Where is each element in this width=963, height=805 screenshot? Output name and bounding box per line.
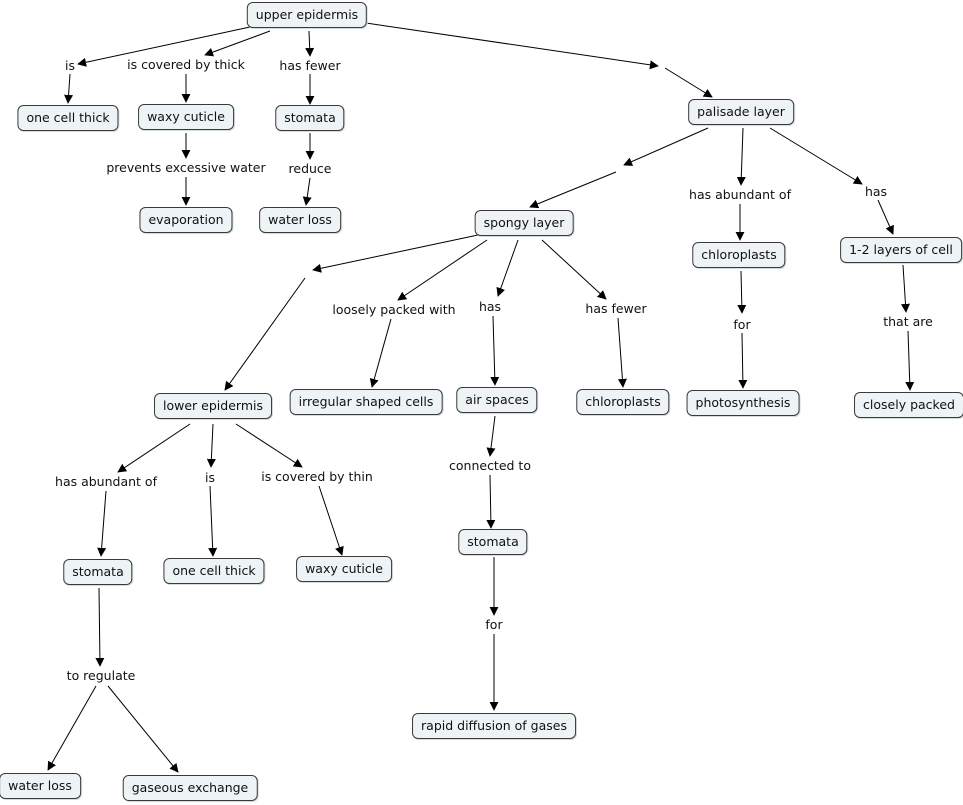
link-reduce: reduce bbox=[286, 161, 334, 177]
link-covered-by-thin: is covered by thin bbox=[259, 469, 375, 485]
node-water-loss-top[interactable]: water loss bbox=[259, 207, 341, 233]
link-loosely-packed-with: loosely packed with bbox=[330, 302, 458, 318]
link-for-air: for bbox=[483, 617, 505, 633]
link-prevents-excessive-water: prevents excessive water bbox=[104, 160, 268, 176]
node-one-cell-thick-top[interactable]: one cell thick bbox=[17, 105, 119, 131]
link-has-spongy: has bbox=[476, 299, 504, 315]
link-covered-by-thick: is covered by thick bbox=[125, 57, 247, 73]
link-that-are: that are bbox=[881, 314, 935, 330]
link-is-top: is bbox=[63, 58, 77, 74]
node-water-loss-bottom[interactable]: water loss bbox=[0, 773, 81, 799]
link-is-lower: is bbox=[203, 470, 217, 486]
node-stomata-air[interactable]: stomata bbox=[458, 529, 528, 555]
node-waxy-cuticle-lower[interactable]: waxy cuticle bbox=[296, 556, 392, 582]
node-evaporation[interactable]: evaporation bbox=[139, 207, 233, 233]
link-has-fewer-top: has fewer bbox=[277, 58, 343, 74]
node-chloroplasts-spongy[interactable]: chloroplasts bbox=[576, 389, 670, 415]
node-upper-epidermis[interactable]: upper epidermis bbox=[246, 2, 368, 28]
link-has-fewer-spongy: has fewer bbox=[583, 301, 649, 317]
node-stomata-lower[interactable]: stomata bbox=[63, 559, 133, 585]
node-palisade-layer[interactable]: palisade layer bbox=[688, 99, 794, 125]
link-connected-to: connected to bbox=[447, 458, 533, 474]
link-has-palisade: has bbox=[862, 184, 890, 200]
node-gaseous-exchange[interactable]: gaseous exchange bbox=[122, 775, 258, 801]
node-stomata-top[interactable]: stomata bbox=[275, 105, 345, 131]
link-has-abundant-palisade: has abundant of bbox=[687, 187, 793, 203]
link-for-palisade: for bbox=[731, 317, 753, 333]
node-layers-of-cell[interactable]: 1-2 layers of cell bbox=[840, 237, 962, 263]
node-irregular-shaped-cells[interactable]: irregular shaped cells bbox=[289, 389, 443, 415]
node-closely-packed[interactable]: closely packed bbox=[854, 392, 963, 418]
node-chloroplasts-palisade[interactable]: chloroplasts bbox=[692, 242, 786, 268]
node-photosynthesis[interactable]: photosynthesis bbox=[686, 390, 800, 416]
node-air-spaces[interactable]: air spaces bbox=[456, 387, 538, 413]
node-waxy-cuticle-top[interactable]: waxy cuticle bbox=[138, 104, 234, 130]
link-has-abundant-lower: has abundant of bbox=[53, 474, 159, 490]
node-spongy-layer[interactable]: spongy layer bbox=[474, 210, 574, 236]
node-rapid-diffusion[interactable]: rapid diffusion of gases bbox=[412, 713, 576, 739]
link-to-regulate: to regulate bbox=[64, 668, 138, 684]
node-lower-epidermis[interactable]: lower epidermis bbox=[154, 393, 272, 419]
node-one-cell-thick-lower[interactable]: one cell thick bbox=[163, 558, 265, 584]
